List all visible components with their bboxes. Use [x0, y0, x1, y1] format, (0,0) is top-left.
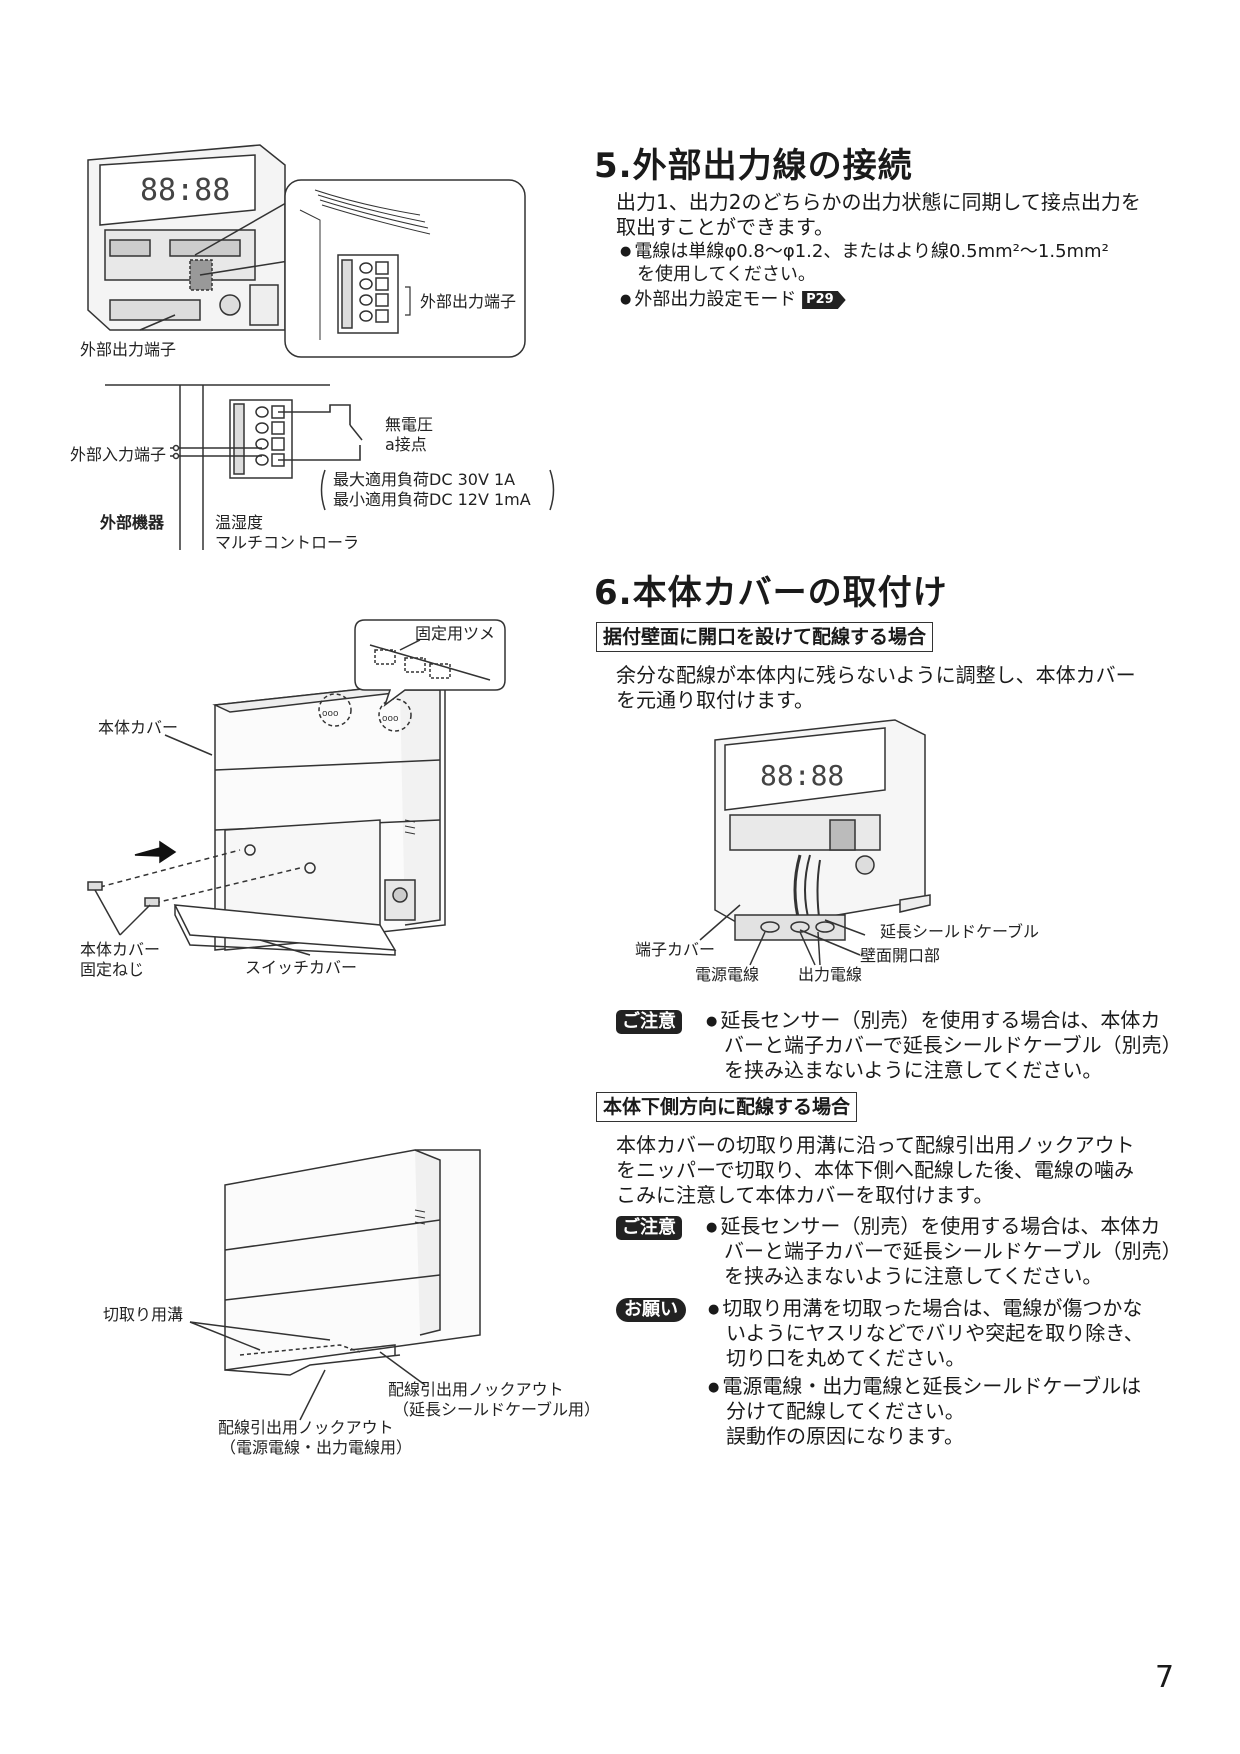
section6-title: 6.本体カバーの取付け — [594, 573, 948, 613]
fig1-terminal-inset-label: 外部出力端子 — [420, 292, 517, 311]
fig2-controller-label-2: マルチコントローラ — [215, 533, 360, 552]
leader-line — [199, 259, 296, 276]
cover-illustration: ooo ooo — [87, 619, 506, 956]
caution-tag-1: ご注意 — [616, 1010, 682, 1034]
fig3-screw-label-2: 固定ねじ — [80, 960, 145, 979]
svg-text:ooo: ooo — [322, 709, 339, 719]
terminal-inset — [284, 179, 526, 358]
fig1-terminal-label: 外部出力端子 — [80, 340, 177, 359]
fig3-switch-cover-label: スイッチカバー — [245, 958, 358, 977]
section5-bullet-2-row: 外部出力設定モード P29 — [620, 288, 846, 311]
caution1-line-2: バーと端子カバーで延長シールドケーブル（別売） — [724, 1033, 1182, 1057]
fig4-output-wire-label: 出力電線 — [798, 965, 863, 984]
section5-bullet-2: 外部出力設定モード — [620, 289, 796, 310]
fig3-screw-label-1: 本体カバー — [80, 940, 161, 959]
request1-line-1: 切取り用溝を切取った場合は、電線が傷つかな — [708, 1296, 1142, 1322]
sub2-text-1: 本体カバーの切取り用溝に沿って配線引出用ノックアウト — [616, 1133, 1135, 1157]
request1-line-2: いようにヤスリなどでバリや突起を取り除き、 — [726, 1321, 1144, 1345]
fig3-claw-label: 固定用ツメ — [415, 624, 496, 643]
request2-line-2: 分けて配線してください。 — [726, 1399, 965, 1423]
wiring-diagram — [105, 384, 555, 550]
sub1-text-1: 余分な配線が本体内に残らないように調整し、本体カバー — [616, 663, 1136, 687]
fig4-power-wire-label: 電源電線 — [695, 965, 760, 984]
fig5-knockout1-label-2: （延長シールドケーブル用） — [393, 1400, 601, 1419]
caution2-line-2: バーと端子カバーで延長シールドケーブル（別売） — [724, 1239, 1182, 1263]
sub2-text-3: こみに注意して本体カバーを取付けます。 — [616, 1183, 994, 1207]
sub1-heading: 据付壁面に開口を設けて配線する場合 — [596, 622, 934, 652]
sub1-text-2: を元通り取付けます。 — [616, 688, 814, 712]
controller-board-illustration: 88:88 — [87, 144, 286, 331]
svg-text:88:88: 88:88 — [760, 759, 844, 792]
fig2-input-terminal-label: 外部入力端子 — [70, 445, 167, 464]
caution2-line-3: を挟み込まないように注意してください。 — [724, 1264, 1103, 1288]
sub2-heading: 本体下側方向に配線する場合 — [596, 1092, 858, 1122]
page-number: 7 — [1155, 1660, 1175, 1695]
caution1-line-3: を挟み込まないように注意してください。 — [724, 1058, 1103, 1082]
caution-tag-2: ご注意 — [616, 1216, 682, 1240]
fig2-max-load-label: 最大適用負荷DC 30V 1A — [333, 470, 516, 489]
svg-text:ooo: ooo — [382, 714, 399, 724]
request2-line-3: 誤動作の原因になります。 — [726, 1424, 964, 1448]
cover-bottom-illustration — [189, 1149, 481, 1421]
fig2-controller-label-1: 温湿度 — [215, 513, 264, 532]
caution2-line-1: 延長センサー（別売）を使用する場合は、本体カ — [706, 1214, 1160, 1240]
fig5-knockout2-label-1: 配線引出用ノックアウト — [218, 1418, 394, 1437]
fig5-groove-label: 切取り用溝 — [103, 1305, 184, 1324]
request-tag: お願い — [616, 1298, 686, 1322]
section5-intro-2: 取出すことができます。 — [616, 215, 834, 239]
svg-text:88:88: 88:88 — [140, 173, 230, 208]
fig4-shield-cable-label: 延長シールドケーブル — [880, 922, 1040, 941]
fig4-wall-opening-label: 壁面開口部 — [860, 946, 941, 965]
fig5-knockout2-label-2: （電源電線・出力電線用） — [220, 1438, 413, 1457]
sub2-text-2: をニッパーで切取り、本体下側へ配線した後、電線の噛み — [616, 1158, 1134, 1182]
section5-bullet-1-cont: を使用してください。 — [637, 264, 816, 285]
page-reference-badge[interactable]: P29 — [802, 291, 846, 309]
caution1-line-1: 延長センサー（別売）を使用する場合は、本体カ — [706, 1008, 1160, 1034]
section5-intro-1: 出力1、出力2のどちらかの出力状態に同期して接点出力を — [616, 190, 1141, 214]
board-wiring-illustration: 88:88 — [699, 719, 931, 966]
request1-line-3: 切り口を丸めてください。 — [726, 1346, 966, 1370]
fig2-a-contact-label: a接点 — [385, 435, 427, 454]
fig2-external-device-label: 外部機器 — [100, 513, 165, 532]
fig2-no-voltage-label: 無電圧 — [385, 415, 434, 434]
section5-bullet-1: 電線は単線φ0.8〜φ1.2、またはより線0.5mm²〜1.5mm² — [620, 240, 1108, 263]
request2-line-1: 電源電線・出力電線と延長シールドケーブルは — [708, 1374, 1141, 1400]
fig3-cover-label: 本体カバー — [98, 718, 179, 737]
section5-title: 5.外部出力線の接続 — [594, 146, 913, 186]
fig2-min-load-label: 最小適用負荷DC 12V 1mA — [333, 490, 531, 509]
fig5-knockout1-label-1: 配線引出用ノックアウト — [388, 1380, 564, 1399]
fig4-terminal-cover-label: 端子カバー — [635, 940, 716, 959]
